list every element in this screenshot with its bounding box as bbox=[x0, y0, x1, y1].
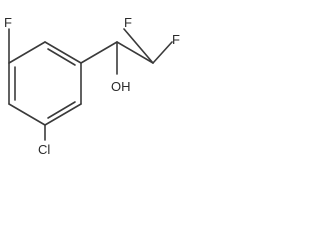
bond-ring-to-chiral-carbon bbox=[80, 41, 118, 64]
structure-diagram: F F F OH Cl bbox=[4, 15, 180, 156]
ring-bond-3 bbox=[44, 103, 82, 126]
bond-cf2-to-fluorine-right bbox=[152, 41, 173, 64]
chlorine-label: Cl bbox=[38, 142, 50, 156]
bond-chiral-carbon-to-cf2 bbox=[116, 41, 154, 64]
benzene-ring bbox=[8, 41, 82, 126]
fluorine-top-left-label: F bbox=[124, 15, 132, 30]
hydroxyl-label: OH bbox=[111, 79, 131, 94]
fluorine-ring-label: F bbox=[4, 15, 12, 30]
ring-double-bond-1 bbox=[47, 48, 76, 66]
ring-double-bond-2 bbox=[47, 101, 76, 119]
ring-bond-4 bbox=[8, 103, 46, 126]
ring-bond-1 bbox=[44, 41, 82, 64]
ring-bond-6 bbox=[8, 41, 46, 64]
fluorine-top-right-label: F bbox=[172, 32, 180, 47]
bond-cf2-to-fluorine-left bbox=[123, 28, 154, 64]
